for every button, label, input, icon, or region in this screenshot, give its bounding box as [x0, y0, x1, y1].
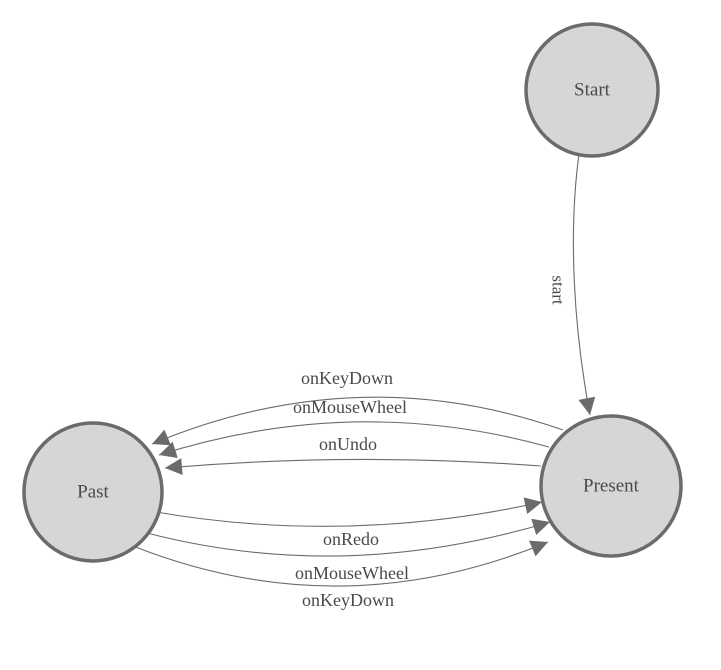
state-circle-past[interactable] [22, 421, 164, 563]
edge-past-to-present-onredo[interactable] [155, 497, 543, 527]
edge-present-to-past-onkeydown[interactable] [151, 396, 564, 446]
state-label-present: Present [583, 476, 640, 497]
state-node-past[interactable]: Past [22, 421, 164, 563]
edge-label-onkeydown-top: onKeyDown [301, 368, 393, 388]
state-label-start: Start [574, 80, 611, 101]
edge-label-onmousewheel-bottom: onMouseWheel [295, 563, 409, 583]
edge-label-start: start [549, 275, 568, 305]
edge-start-to-present[interactable] [572, 153, 596, 416]
edge-past-to-present-onkeydown[interactable] [132, 540, 549, 587]
edge-present-to-past-onmousewheel[interactable] [158, 421, 550, 458]
edge-label-onredo: onRedo [323, 529, 379, 549]
state-node-present[interactable]: Present [539, 414, 683, 558]
state-label-past: Past [77, 482, 109, 503]
state-circle-start[interactable] [524, 22, 660, 158]
state-circle-present[interactable] [539, 414, 683, 558]
edge-past-to-present-onmousewheel[interactable] [146, 518, 551, 557]
state-node-start[interactable]: Start [524, 22, 660, 158]
edge-label-onkeydown-bottom: onKeyDown [302, 590, 394, 610]
transition-edges [132, 153, 596, 587]
edge-label-onundo: onUndo [319, 434, 377, 454]
edge-label-onmousewheel-top: onMouseWheel [293, 397, 407, 417]
edge-present-to-past-onundo[interactable] [164, 458, 542, 476]
transition-edge-labels: start onKeyDown onMouseWheel onUndo onRe… [293, 275, 567, 610]
